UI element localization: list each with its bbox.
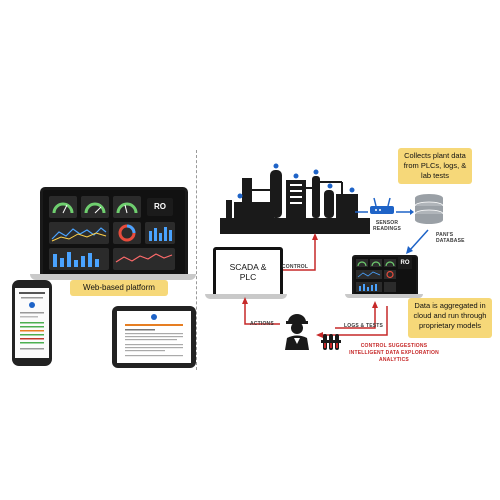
small-laptop-base [345,294,423,298]
control-label: CONTROL [282,264,309,270]
sensor-readings-label: SENSOR READINGS [373,220,401,232]
gauge-tile [81,196,109,218]
phone-screen [15,288,49,358]
analytics-label: ANALYTICS [379,357,409,363]
line-chart-tile [49,222,109,244]
laptop-dashboard: RO [40,187,188,279]
scada-plc-screen: SCADA & PLC [213,247,283,299]
small-ro-tile: RO [398,257,412,269]
plc-label: PLC [239,272,257,282]
plant-data-callout: Collects plant data from PLCs, logs, & l… [398,148,472,184]
scada-laptop-base [205,294,287,299]
line-chart-icon [115,253,173,263]
bar-chart-tile [49,248,109,270]
logs-tests-label: LOGS & TESTS [344,323,384,329]
tablet-screen [117,311,191,363]
bar-chart-icon [53,252,99,267]
control-suggestions-label: CONTROL SUGGESTIONS [360,343,428,349]
gauge-icon [52,202,74,214]
aggregated-data-callout: Data is aggregated in cloud and run thro… [408,298,492,338]
bar-chart-tile [145,222,175,244]
actions-label: ACTIONS [250,321,274,327]
database-label: PANI'S DATABASE [436,232,465,244]
line-chart-icon [51,227,107,242]
data-flow-arrows [355,209,429,254]
scada-label: SCADA & [229,262,267,272]
test-tubes-icon [321,334,341,350]
web-platform-label: Web-based platform [70,280,168,296]
router-icon [370,197,394,214]
database-icon [414,194,444,224]
suggestions-text: CONTROL SUGGESTIONS INTELLIGENT DATA EXP… [348,343,440,364]
data-exploration-label: INTELLIGENT DATA EXPLORATION [349,350,439,356]
section-divider [196,150,197,370]
line-chart-tile [113,248,175,270]
phone-report-icon [19,292,45,350]
gauge-icon [84,202,106,214]
donut-tile [113,222,141,244]
bar-chart-icon [149,227,172,241]
ro-tile: RO [147,198,173,216]
laptop-base [30,274,196,280]
tablet-report-icon [125,314,183,357]
gauge-tile [113,196,141,218]
gauge-icon [116,202,138,214]
control-arrows [242,233,388,338]
water-plant-illustration [220,163,370,234]
gauge-tile [49,196,77,218]
mini-dashboard-icon [356,259,396,292]
engineer-worker-icon [285,314,309,350]
donut-chart-icon [118,224,136,242]
